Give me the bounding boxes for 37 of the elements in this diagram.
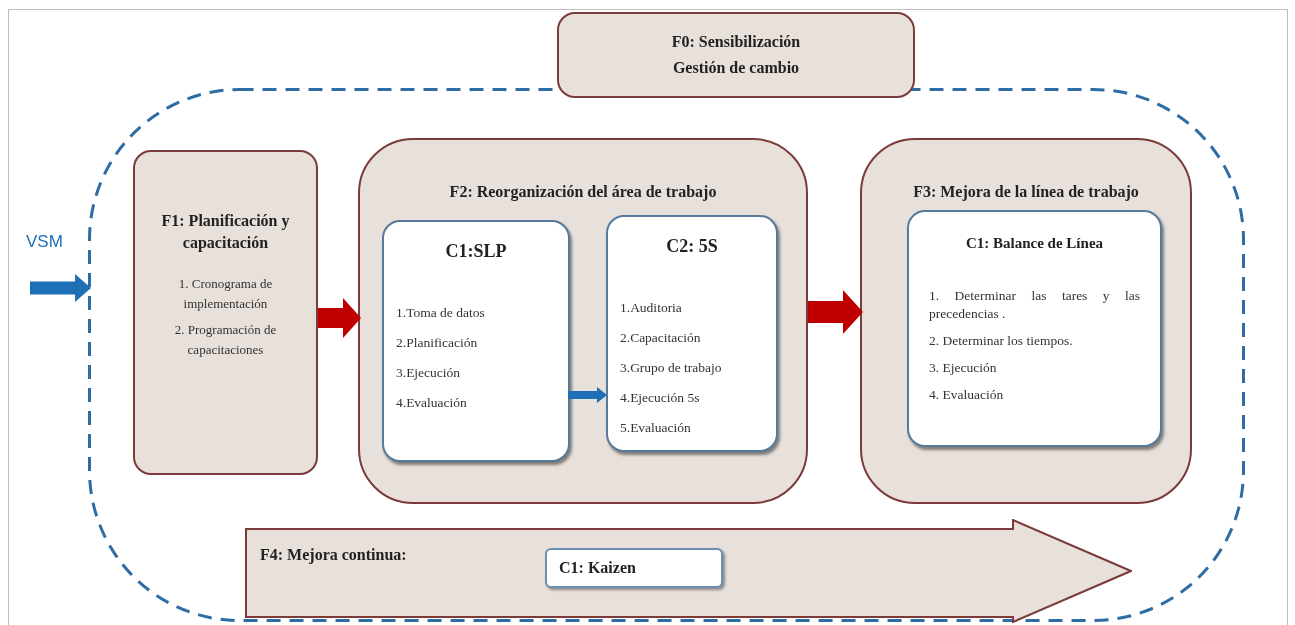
phase-box bbox=[557, 12, 915, 98]
list-item: 4.Ejecución 5s bbox=[620, 389, 701, 407]
list-item: 5.Evaluación bbox=[620, 419, 692, 437]
heading: C1: Balance de Línea bbox=[964, 234, 1105, 253]
component-box bbox=[382, 220, 570, 462]
heading: F2: Reorganización del área de trabajo bbox=[449, 182, 717, 203]
heading: F3: Mejora de la línea de trabajo bbox=[913, 182, 1139, 203]
heading: Gestión de cambio bbox=[672, 58, 800, 78]
list-item: 1. Cronograma de implementación bbox=[177, 275, 274, 313]
list-item: 2.Capacitación bbox=[620, 329, 702, 347]
label: VSM bbox=[26, 232, 63, 252]
component-box bbox=[907, 210, 1162, 447]
list-item: 4.Evaluación bbox=[396, 394, 468, 412]
phase-box bbox=[133, 150, 318, 475]
heading: F0: Sensibilización bbox=[671, 32, 801, 52]
component-box bbox=[545, 548, 723, 588]
list-item: 3. Ejecución bbox=[929, 358, 998, 377]
component-box bbox=[606, 215, 778, 452]
arrow bbox=[568, 387, 607, 403]
list-item: 1.Auditoria bbox=[620, 299, 683, 317]
list-item: 2. Programación de capacitaciones bbox=[173, 321, 278, 359]
list-item: 4. Evaluación bbox=[929, 385, 1005, 404]
heading: F4: Mejora continua: bbox=[260, 545, 407, 566]
heading: F1: Planificación y capacitación bbox=[160, 211, 291, 254]
list-item: 2.Planificación bbox=[396, 334, 479, 352]
heading: C2: 5S bbox=[665, 235, 719, 258]
list-item: 3.Ejecución bbox=[396, 364, 462, 382]
list-item: 1. Determinar las tares y las precedencias . bbox=[929, 286, 1140, 323]
phase-box bbox=[358, 138, 808, 504]
list-item: 2. Determinar los tiempos. bbox=[929, 331, 1074, 350]
arrow bbox=[318, 298, 361, 338]
phase-box bbox=[860, 138, 1192, 504]
list-item: 3.Grupo de trabajo bbox=[620, 359, 723, 377]
arrow bbox=[808, 290, 863, 334]
heading: C1: Kaizen bbox=[559, 558, 636, 578]
heading: C1:SLP bbox=[444, 240, 508, 263]
list-item: 1.Toma de datos bbox=[396, 304, 486, 322]
